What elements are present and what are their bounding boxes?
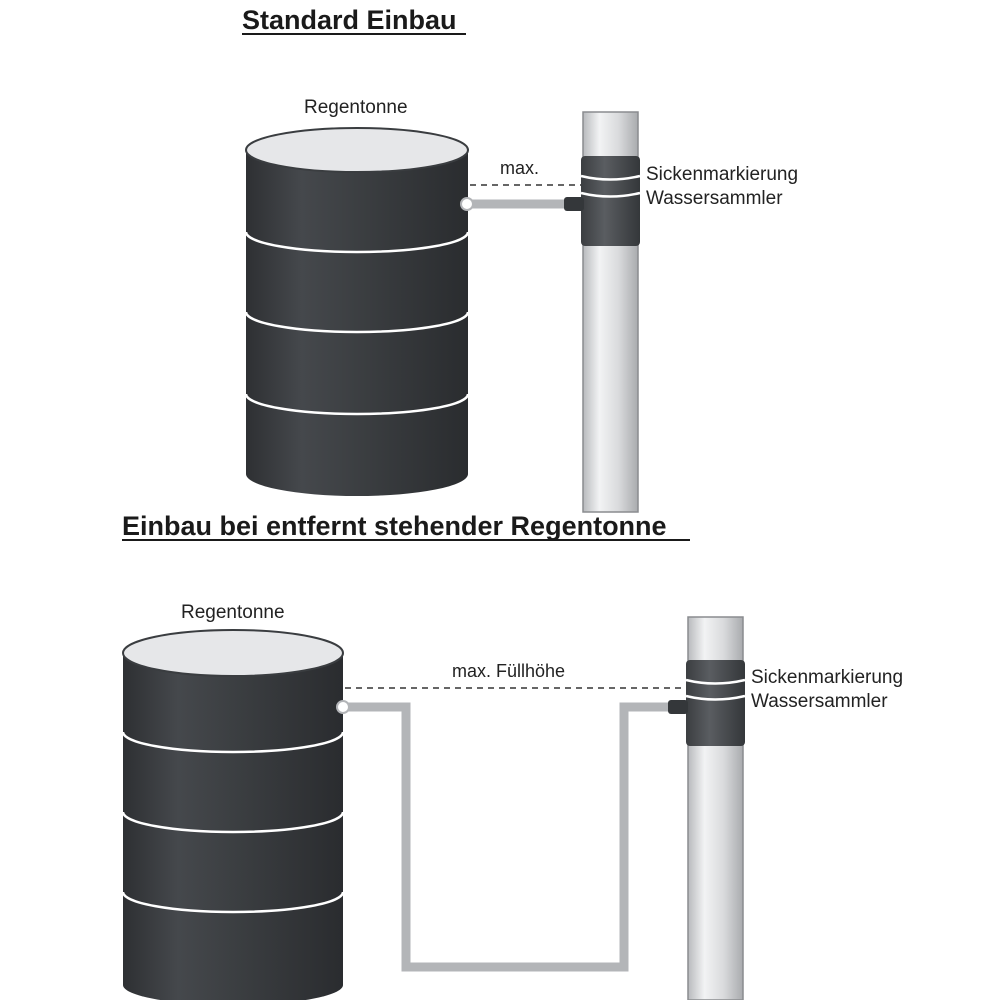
bottom-connection-hose [344, 702, 672, 972]
bottom-barrel-lid [122, 629, 344, 677]
bottom-water-collector [668, 660, 746, 746]
top-marking-label-line1: Sickenmarkierung [646, 164, 798, 185]
top-barrel-body [246, 150, 468, 496]
bottom-marking-label-line1: Sickenmarkierung [751, 667, 903, 688]
bottom-collector-body [686, 660, 745, 746]
top-barrel-ring [244, 231, 470, 254]
top-hose-fitting [460, 197, 474, 211]
top-water-collector [564, 156, 641, 246]
top-rain-barrel [244, 127, 470, 496]
top-section: Standard Einbau Regentonne max. Sickenma… [242, 5, 798, 513]
bottom-collector-outlet [668, 700, 688, 714]
bottom-barrel-ring [121, 811, 345, 834]
top-marking-label-line2: Wassersammler [646, 188, 783, 209]
bottom-barrel-body [123, 653, 343, 1000]
top-barrel-lid [245, 127, 469, 173]
bottom-section: Einbau bei entfernt stehender Regentonne… [121, 511, 903, 1000]
top-barrel-ring [244, 311, 470, 334]
top-title: Standard Einbau [242, 5, 457, 35]
bottom-hose-fitting [336, 700, 350, 714]
bottom-collector-marking [685, 694, 746, 701]
bottom-rain-barrel [121, 629, 345, 1000]
top-collector-body [581, 156, 640, 246]
top-collector-outlet [564, 197, 584, 211]
bottom-max-label: max. Füllhöhe [452, 661, 565, 681]
bottom-title: Einbau bei entfernt stehender Regentonne [122, 511, 667, 541]
top-collector-marking [580, 191, 641, 198]
bottom-barrel-ring [121, 891, 345, 914]
top-collector-marking [580, 174, 641, 181]
bottom-barrel-label: Regentonne [181, 602, 285, 623]
top-barrel-ring [244, 393, 470, 416]
bottom-collector-marking [685, 678, 746, 685]
bottom-marking-label-line2: Wassersammler [751, 691, 888, 712]
top-max-label: max. [500, 158, 539, 178]
bottom-barrel-ring [121, 731, 345, 754]
top-barrel-label: Regentonne [304, 97, 408, 118]
